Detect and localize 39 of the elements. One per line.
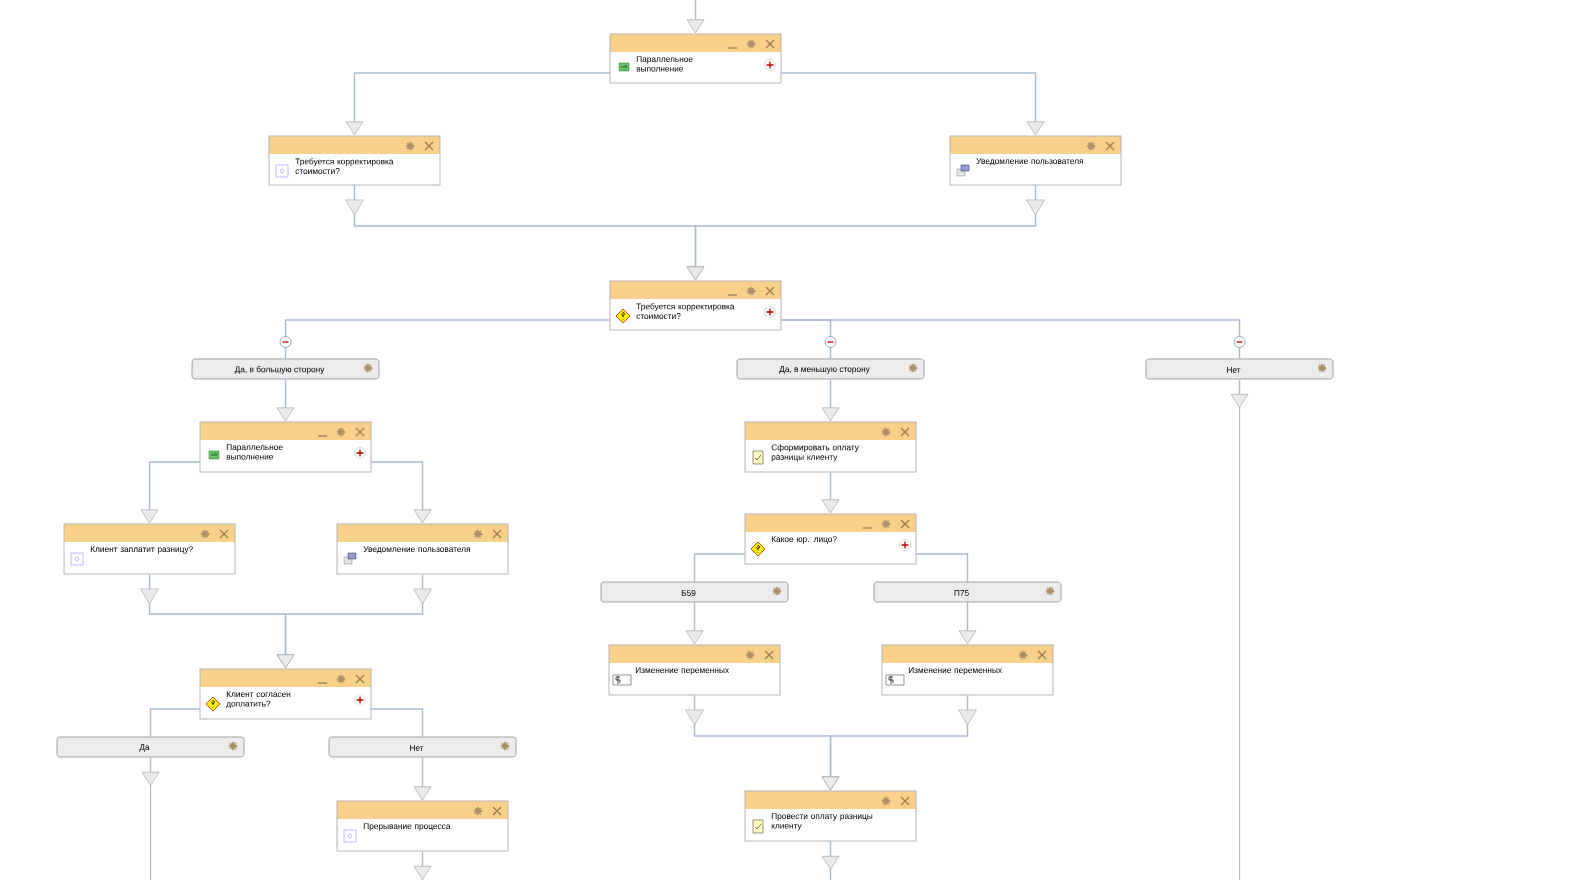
flow-arrow xyxy=(686,0,705,34)
activity-box: Прерывание процесса xyxy=(336,800,509,852)
branch-bar: Да, в меньшую сторону xyxy=(736,358,925,380)
flow-arrow xyxy=(276,378,295,422)
activity-box: Сформировать оплату разницы клиенту xyxy=(744,421,917,473)
activity-box: Требуется корректировка стоимости? xyxy=(268,135,441,186)
flow-arrow xyxy=(140,461,201,524)
activity-box: Какое юр. лицо? xyxy=(744,513,917,565)
branch-bar: Да xyxy=(56,736,245,758)
flow-arrow xyxy=(413,756,432,801)
activity-box: Изменение переменных xyxy=(881,644,1054,696)
activity-box: Уведомление пользователя xyxy=(949,135,1122,186)
activity-box: Провести оплату разницы клиенту xyxy=(744,790,917,842)
activity-box: Клиент заплатит разницу? xyxy=(63,523,236,575)
flow-arrow xyxy=(413,850,432,880)
flow-arrow xyxy=(821,694,977,791)
activity-box: Параллельное выполнение xyxy=(199,421,372,473)
flow-arrow xyxy=(821,471,840,514)
activity-box: Клиент согласен доплатить? xyxy=(199,668,372,720)
flow-arrow xyxy=(686,184,1045,281)
flow-arrow xyxy=(370,461,432,524)
flow-arrow xyxy=(821,840,840,870)
branch-bar: Нет xyxy=(1145,358,1334,380)
flow-arrow xyxy=(821,378,840,422)
flow-arrow xyxy=(685,601,704,645)
activity-box: Изменение переменных xyxy=(608,644,781,696)
flow-arrow xyxy=(958,601,977,645)
branch-bar: Б59 xyxy=(600,581,789,603)
flow-arrow xyxy=(780,72,1045,136)
branch-bar: Нет xyxy=(328,736,517,758)
activity-box: Уведомление пользователя xyxy=(336,523,509,575)
flow-arrow xyxy=(345,72,611,136)
branch-bar: П75 xyxy=(873,581,1062,603)
flow-arrow xyxy=(141,756,160,786)
activity-box: Параллельное выполнение xyxy=(609,33,782,84)
branch-bar: Да, в большую сторону xyxy=(191,358,380,380)
flow-arrow xyxy=(1230,378,1249,408)
flow-arrow xyxy=(276,573,432,669)
activity-box: Требуется корректировка стоимости? xyxy=(609,280,782,331)
